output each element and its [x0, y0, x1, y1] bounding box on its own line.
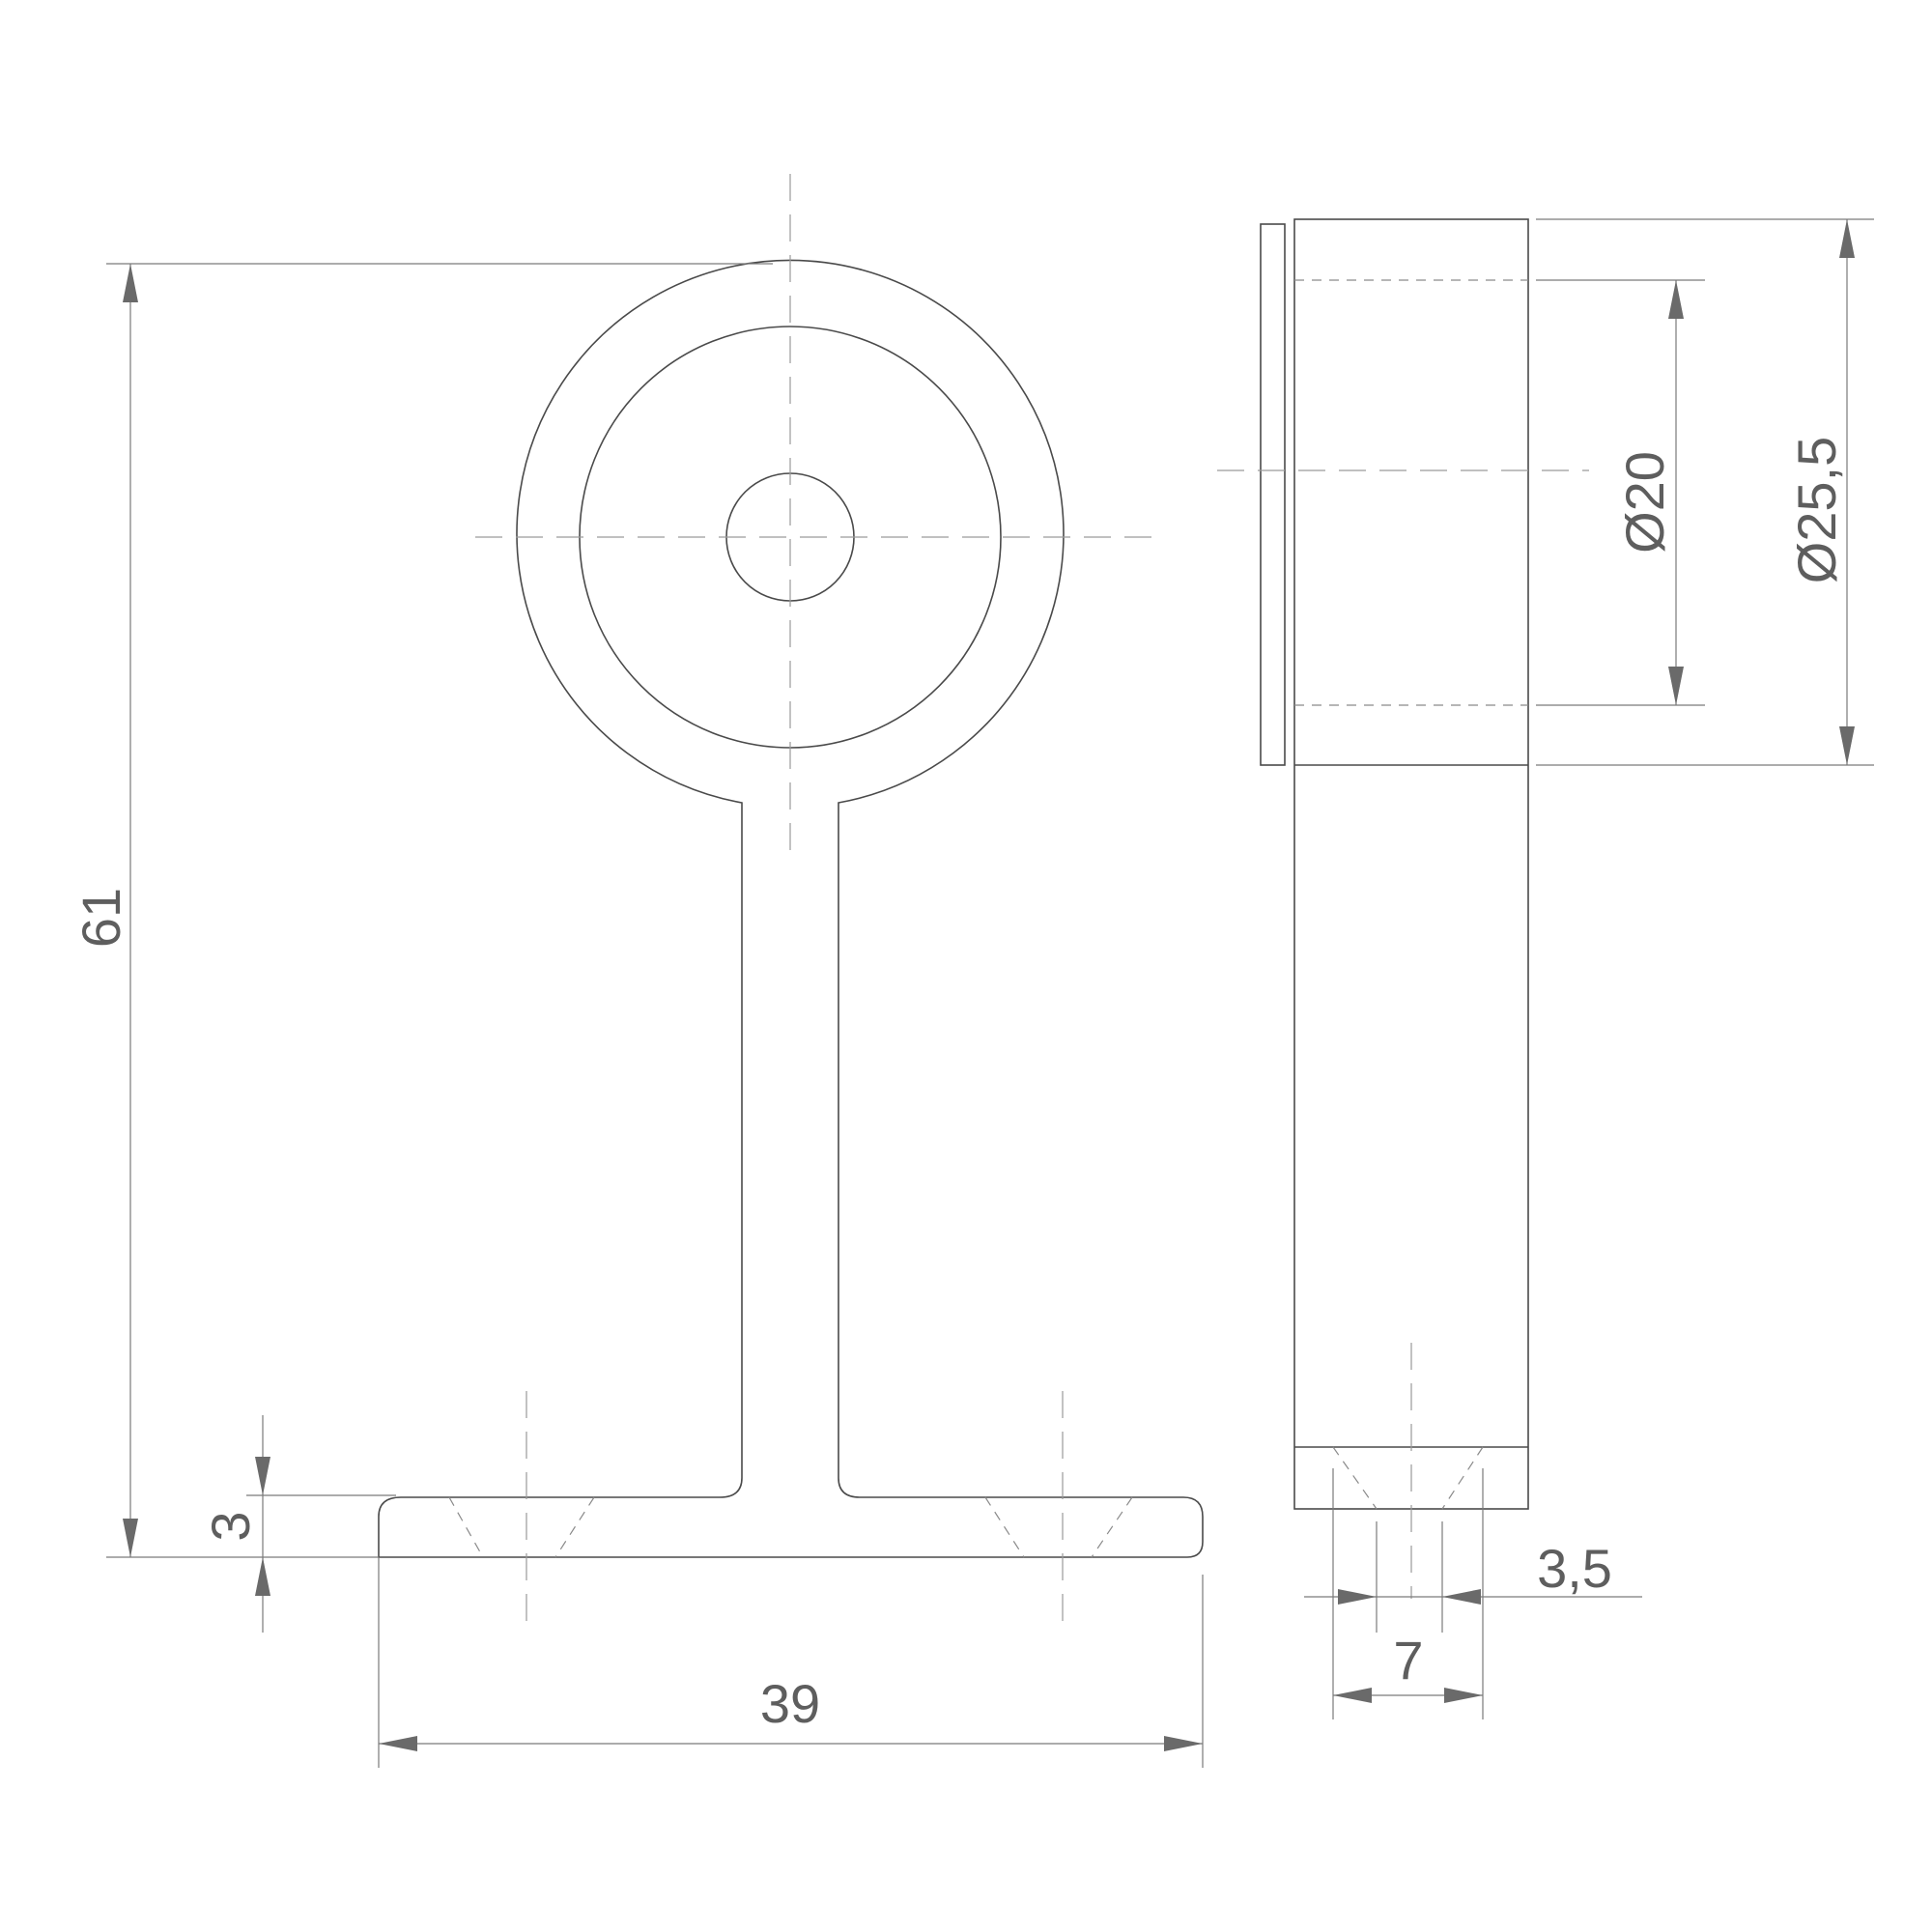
dim-d20-arrow-bottom — [1668, 667, 1684, 705]
dim-7-arrow-left — [1333, 1688, 1372, 1703]
dim-3-label: 3 — [200, 1511, 261, 1541]
dim-7-arrow-right — [1444, 1688, 1483, 1703]
dim-35-label: 3,5 — [1537, 1538, 1612, 1599]
side-countersink-hidden — [1332, 1446, 1484, 1510]
side-body — [1293, 218, 1529, 1510]
dim-3-arrow-top — [255, 1457, 270, 1495]
front-view — [378, 174, 1204, 1633]
dim-35-arrow-right — [1442, 1589, 1481, 1605]
dim-3-arrow-bottom — [255, 1557, 270, 1596]
right-countersink-hidden — [984, 1496, 1133, 1558]
left-countersink-hidden — [448, 1496, 595, 1558]
front-view-outline — [378, 259, 1204, 1558]
side-view — [1217, 218, 1589, 1599]
wall-plate — [1260, 223, 1286, 766]
dim-61-arrow-bottom — [123, 1519, 138, 1557]
dim-35-arrow-left — [1338, 1589, 1377, 1605]
dimensions: 61 3 39 Ø20 Ø25,5 3,5 — [71, 218, 1874, 1768]
dim-d255-arrow-bottom — [1839, 726, 1855, 765]
dim-d255-arrow-top — [1839, 219, 1855, 258]
dim-d20-arrow-top — [1668, 280, 1684, 319]
dim-39-arrow-left — [379, 1736, 417, 1751]
dim-39-arrow-right — [1164, 1736, 1203, 1751]
dim-d20-label: Ø20 — [1614, 451, 1675, 554]
dim-d255-label: Ø25,5 — [1786, 437, 1847, 584]
dim-61-arrow-top — [123, 264, 138, 302]
dim-39-label: 39 — [760, 1673, 820, 1734]
dim-61-label: 61 — [71, 888, 131, 948]
dim-7-label: 7 — [1393, 1630, 1423, 1690]
